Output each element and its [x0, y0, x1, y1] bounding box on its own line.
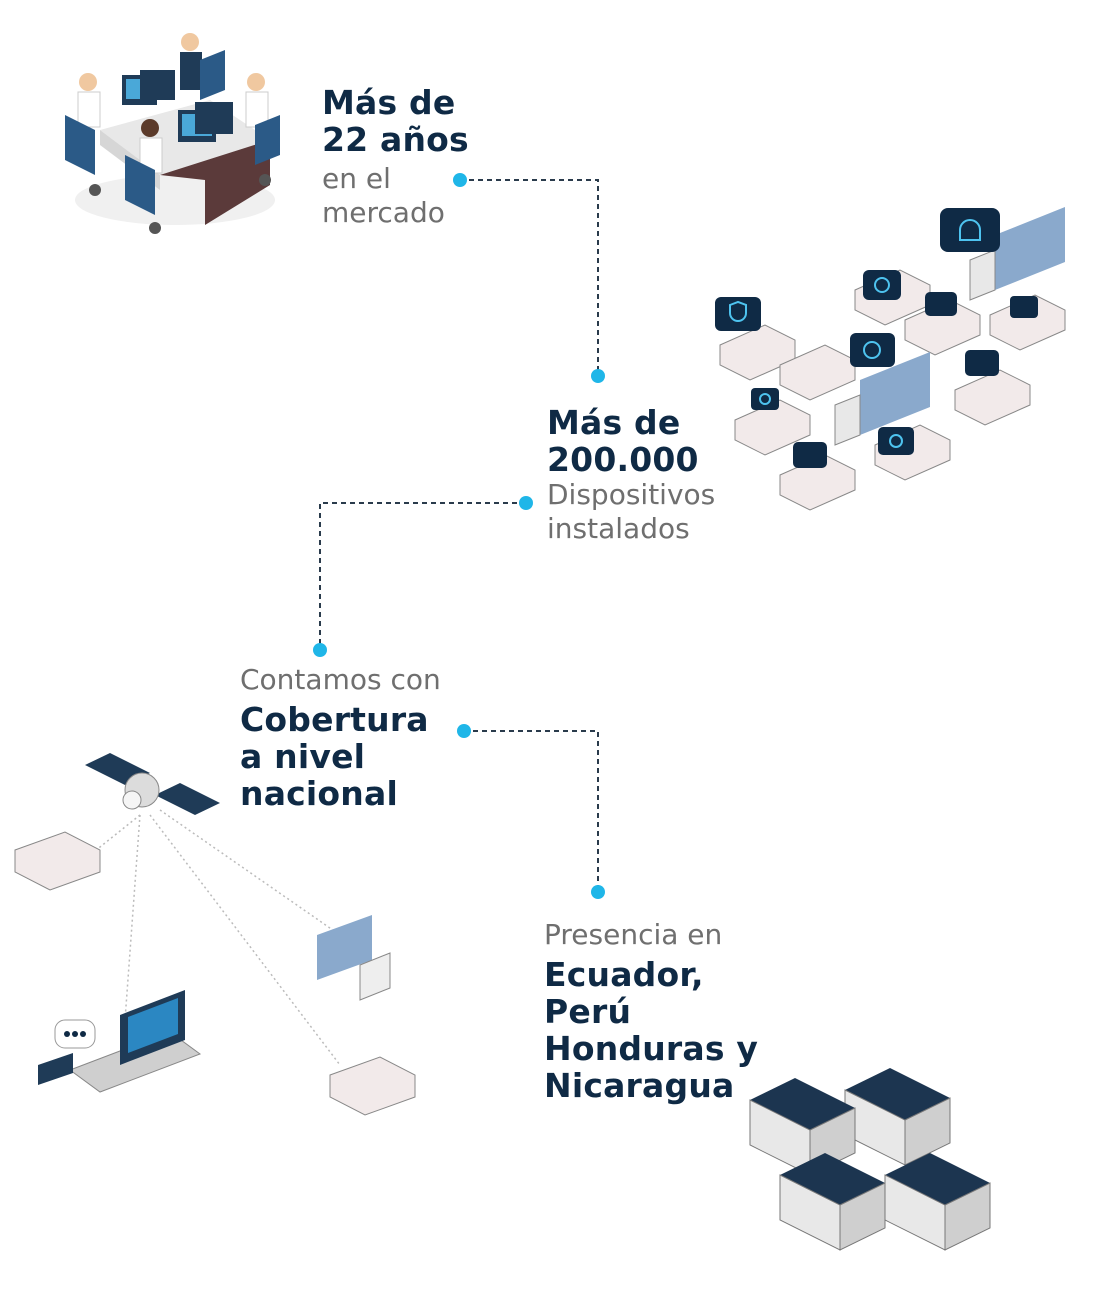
stat-presence-line4: Nicaragua — [544, 1066, 735, 1105]
stat-years: Más de 22 años en el mercado — [322, 84, 469, 230]
stat-coverage-pre: Contamos con — [240, 663, 441, 696]
connector-dot — [591, 885, 605, 899]
stat-years-line3: en el — [322, 162, 391, 195]
connector-dot — [453, 173, 467, 187]
stat-years-line1: Más de — [322, 83, 456, 122]
stat-devices-line1: Más de — [547, 403, 681, 442]
fleet-vehicles-illustration — [715, 207, 1066, 511]
stat-years-line4: mercado — [322, 196, 445, 229]
connector-dot — [591, 369, 605, 383]
stat-presence-line2: Perú — [544, 992, 632, 1031]
stat-coverage: Contamos con Cobertura a nivel nacional — [240, 663, 441, 812]
stat-presence-line1: Ecuador, — [544, 955, 704, 994]
stat-presence: Presencia en Ecuador, Perú Honduras y Ni… — [544, 918, 758, 1104]
connector-1 — [460, 179, 599, 375]
connector-dot — [313, 643, 327, 657]
stat-devices-line3: Dispositivos — [547, 478, 716, 511]
office-team-illustration — [65, 33, 280, 234]
stat-coverage-line1: Cobertura — [240, 700, 429, 739]
connector-2 — [319, 502, 526, 650]
connector-dot — [457, 724, 471, 738]
buildings-illustration — [749, 1068, 991, 1251]
connector-3 — [464, 730, 599, 892]
stat-coverage-line2: a nivel — [240, 737, 366, 776]
stat-coverage-line3: nacional — [240, 774, 398, 813]
connector-dot — [519, 496, 533, 510]
stat-presence-line3: Honduras y — [544, 1029, 759, 1068]
stat-devices-line4: instalados — [547, 512, 690, 545]
satellite-coverage-illustration — [14, 753, 416, 1116]
stat-years-line2: 22 años — [322, 120, 469, 159]
stat-presence-pre: Presencia en — [544, 918, 723, 951]
stat-devices-line2: 200.000 — [547, 440, 699, 479]
stat-devices: Más de 200.000 Dispositivos instalados — [547, 404, 715, 546]
